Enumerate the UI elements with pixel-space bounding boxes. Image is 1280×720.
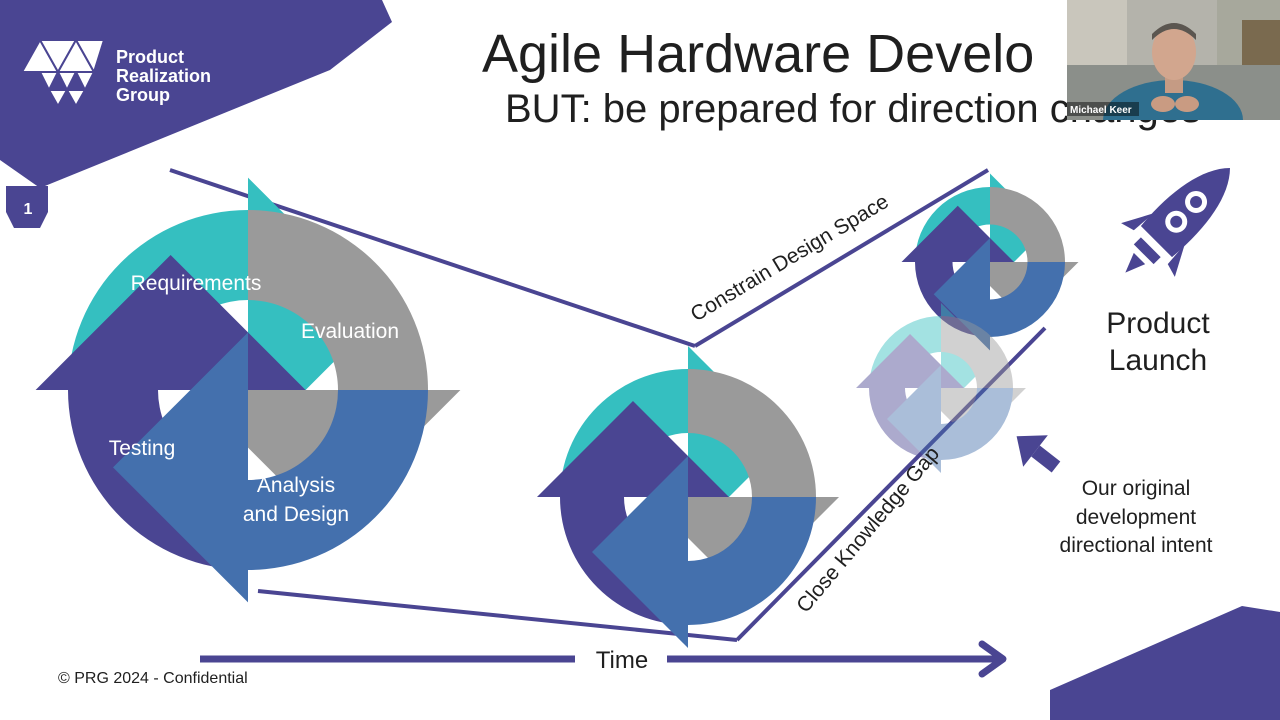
label-product-launch-line2: Launch	[1109, 344, 1207, 377]
label-intent-line1: Our original	[1082, 477, 1191, 500]
participant-video-tile[interactable]: Michael Keer	[1067, 0, 1280, 120]
slide-title: Agile Hardware Develo	[482, 24, 1034, 84]
participant-name: Michael Keer	[1070, 105, 1132, 116]
label-intent-line3: directional intent	[1060, 534, 1213, 557]
label-requirements: Requirements	[131, 272, 262, 295]
label-product-launch-line1: Product	[1106, 307, 1210, 340]
cycle-large	[35, 177, 461, 603]
label-testing: Testing	[109, 437, 176, 460]
label-analysis-line2: and Design	[243, 503, 349, 526]
label-constrain-design-space: Constrain Design Space	[687, 190, 893, 326]
label-evaluation: Evaluation	[301, 320, 399, 343]
logo-line-1: Product	[116, 47, 184, 67]
label-intent-line2: development	[1076, 506, 1196, 529]
intent-arrow-icon	[1016, 435, 1061, 473]
participant-video-frame: Michael Keer	[1067, 0, 1280, 120]
time-arrow	[200, 640, 1007, 678]
page-number: 1	[24, 201, 33, 218]
rocket-icon	[1121, 168, 1230, 277]
logo-line-3: Group	[116, 85, 170, 105]
corner-shape-bottom-right	[1050, 606, 1280, 720]
label-analysis-line1: Analysis	[257, 474, 335, 497]
footer-copyright: © PRG 2024 - Confidential	[58, 670, 248, 687]
logo-line-2: Realization	[116, 66, 211, 86]
prg-logo-icon	[20, 37, 106, 109]
page-number-badge	[6, 186, 48, 228]
label-time: Time	[596, 647, 648, 674]
label-close-knowledge-gap: Close Knowledge Gap	[792, 442, 944, 617]
